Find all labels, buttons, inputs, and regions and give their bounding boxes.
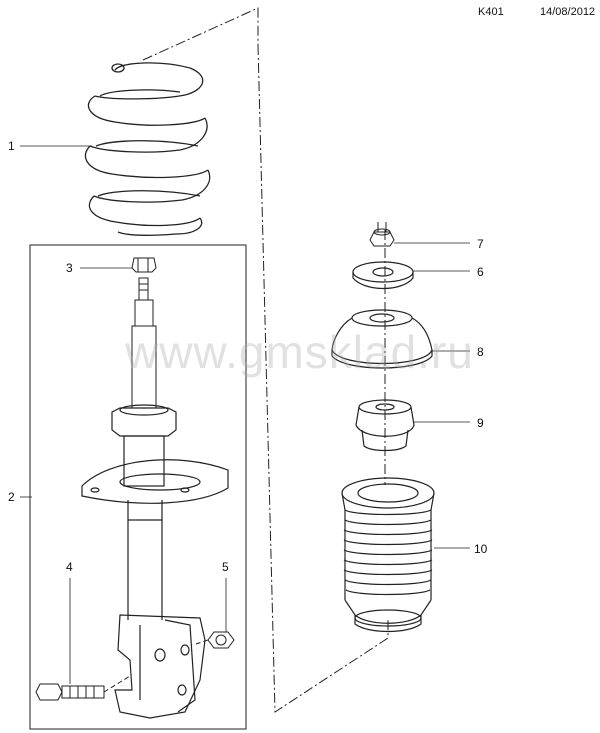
assembly-box [29,244,247,730]
callout-3: 3 [66,261,73,275]
bearing-plate [352,261,414,289]
dust-boot [341,477,435,633]
callout-6: 6 [477,265,484,279]
upper-nut [131,257,157,273]
strut-mount [331,309,433,369]
callout-2: 2 [8,490,15,504]
centerline-connectors [142,7,389,713]
callout-10: 10 [474,542,488,556]
callout-4: 4 [66,560,73,574]
bump-stop [355,399,415,452]
diagram-date: 14/08/2012 [540,6,596,18]
callout-7: 7 [477,237,484,251]
top-nut [369,222,395,247]
knuckle-bracket [114,614,206,719]
callout-5: 5 [222,560,229,574]
callout-1: 1 [8,139,15,153]
callout-8: 8 [477,345,484,359]
hex-nut [195,631,235,649]
watermark: www.gmsklad.ru [125,326,474,378]
shock-absorber-body [81,404,229,620]
coil-spring [84,62,211,236]
diagram-code: K401 [478,6,504,18]
leader-lines [20,145,470,684]
piston-rod [131,277,157,409]
callout-9: 9 [477,416,484,430]
bolt [35,675,131,701]
